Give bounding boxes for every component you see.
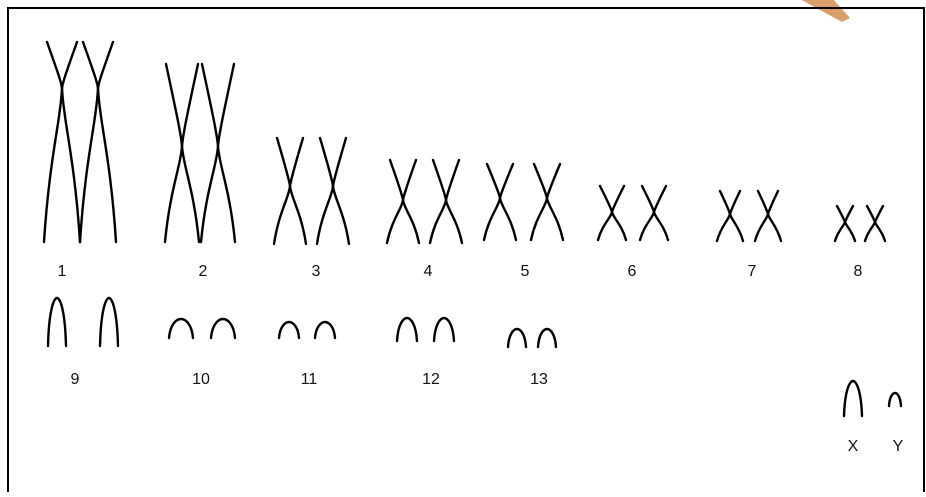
chromosome-pair-7 (715, 189, 783, 243)
pair-label-13: 13 (530, 371, 548, 388)
chromosome-1-left-strand-a (45, 40, 82, 244)
chromosome-5-right-strand-a (532, 162, 565, 242)
pair-label-8: 8 (854, 263, 863, 280)
chromosome-pair-6 (596, 184, 670, 242)
chromosome-pair-10 (167, 317, 237, 340)
chromosome-12-right (432, 316, 456, 343)
chromosome-7-left-strand-b (715, 189, 742, 243)
pair-label-9: 9 (71, 371, 80, 388)
chromosome-x (842, 379, 864, 418)
chromosome-pair-8 (833, 204, 887, 243)
chromosome-2-left-strand-a (164, 62, 201, 244)
chromosome-5-left-strand-b (482, 162, 515, 242)
pair-label-1: 1 (58, 263, 67, 280)
chromosome-9-right (98, 296, 120, 348)
chromosome-y (887, 391, 903, 408)
pair-label-6: 6 (628, 263, 637, 280)
chromosome-pair-2 (163, 62, 237, 244)
pair-label-5: 5 (521, 263, 530, 280)
chromosome-2-right-strand-b (199, 62, 236, 244)
chromosome-8-right-strand-a (865, 204, 887, 243)
chromosome-4-right-strand-a (431, 158, 464, 245)
chromosome-5-left-strand-a (485, 162, 518, 242)
chromosome-13-right (536, 327, 558, 349)
chromosome-2-left-strand-b (163, 62, 200, 244)
chromosome-pair-1 (42, 40, 118, 244)
pair-label-4: 4 (424, 263, 433, 280)
chromosome-3-left-strand-b (272, 136, 305, 246)
chromosome-1-left-strand-b (42, 40, 79, 244)
chromosome-7-right-strand-a (756, 189, 783, 243)
chromosome-2-right-strand-a (200, 62, 237, 244)
chromosome-3-right-strand-a (318, 136, 351, 246)
chromosome-11-right (313, 320, 337, 340)
sex-label-x: X (848, 438, 859, 455)
chromosome-pair-13 (506, 327, 558, 349)
chromosome-3-left-strand-a (275, 136, 308, 246)
chromosome-3-right-strand-b (315, 136, 348, 246)
chromosome-5-right-strand-b (529, 162, 562, 242)
chromosome-10-right (209, 317, 237, 340)
figure-frame (7, 7, 925, 497)
chromosome-11-left (277, 320, 301, 340)
pair-label-7: 7 (748, 263, 757, 280)
chromosome-6-right-strand-b (638, 184, 668, 242)
pair-label-12: 12 (422, 371, 440, 388)
corner-accent (801, 0, 850, 22)
chromosome-4-right-strand-b (428, 158, 461, 245)
pair-label-2: 2 (199, 263, 208, 280)
pair-label-3: 3 (312, 263, 321, 280)
chromosome-9-left (46, 296, 68, 348)
chromosome-pair-11 (277, 320, 337, 340)
chromosome-pair-9 (46, 296, 120, 348)
chromosome-pair-5 (482, 162, 565, 242)
pair-label-11: 11 (301, 371, 318, 388)
chromosome-8-left-strand-b (833, 204, 855, 243)
chromosome-12-left (395, 316, 419, 343)
chromosome-pair-12 (395, 316, 456, 343)
chromosome-8-left-strand-a (835, 204, 857, 243)
chromosome-6-right-strand-a (640, 184, 670, 242)
chromosome-4-left-strand-b (385, 158, 418, 245)
chromosome-13-left (506, 327, 528, 349)
chromosome-1-right-strand-b (78, 40, 115, 244)
chromosome-7-right-strand-b (753, 189, 780, 243)
chromosome-pair-3 (272, 136, 351, 246)
chromosome-layer (42, 40, 903, 418)
chromosome-10-left (167, 317, 195, 340)
sex-chromosome-x (842, 379, 864, 418)
chromosome-6-left-strand-a (598, 184, 628, 242)
chromosome-pair-4 (385, 158, 464, 245)
chromosome-8-right-strand-b (863, 204, 885, 243)
chromosome-6-left-strand-b (596, 184, 626, 242)
chromosome-1-right-strand-a (81, 40, 118, 244)
sex-chromosome-y (887, 391, 903, 408)
pair-label-10: 10 (192, 371, 210, 388)
sex-label-y: Y (893, 438, 904, 455)
chromosome-4-left-strand-a (388, 158, 421, 245)
chromosome-7-left-strand-a (718, 189, 745, 243)
